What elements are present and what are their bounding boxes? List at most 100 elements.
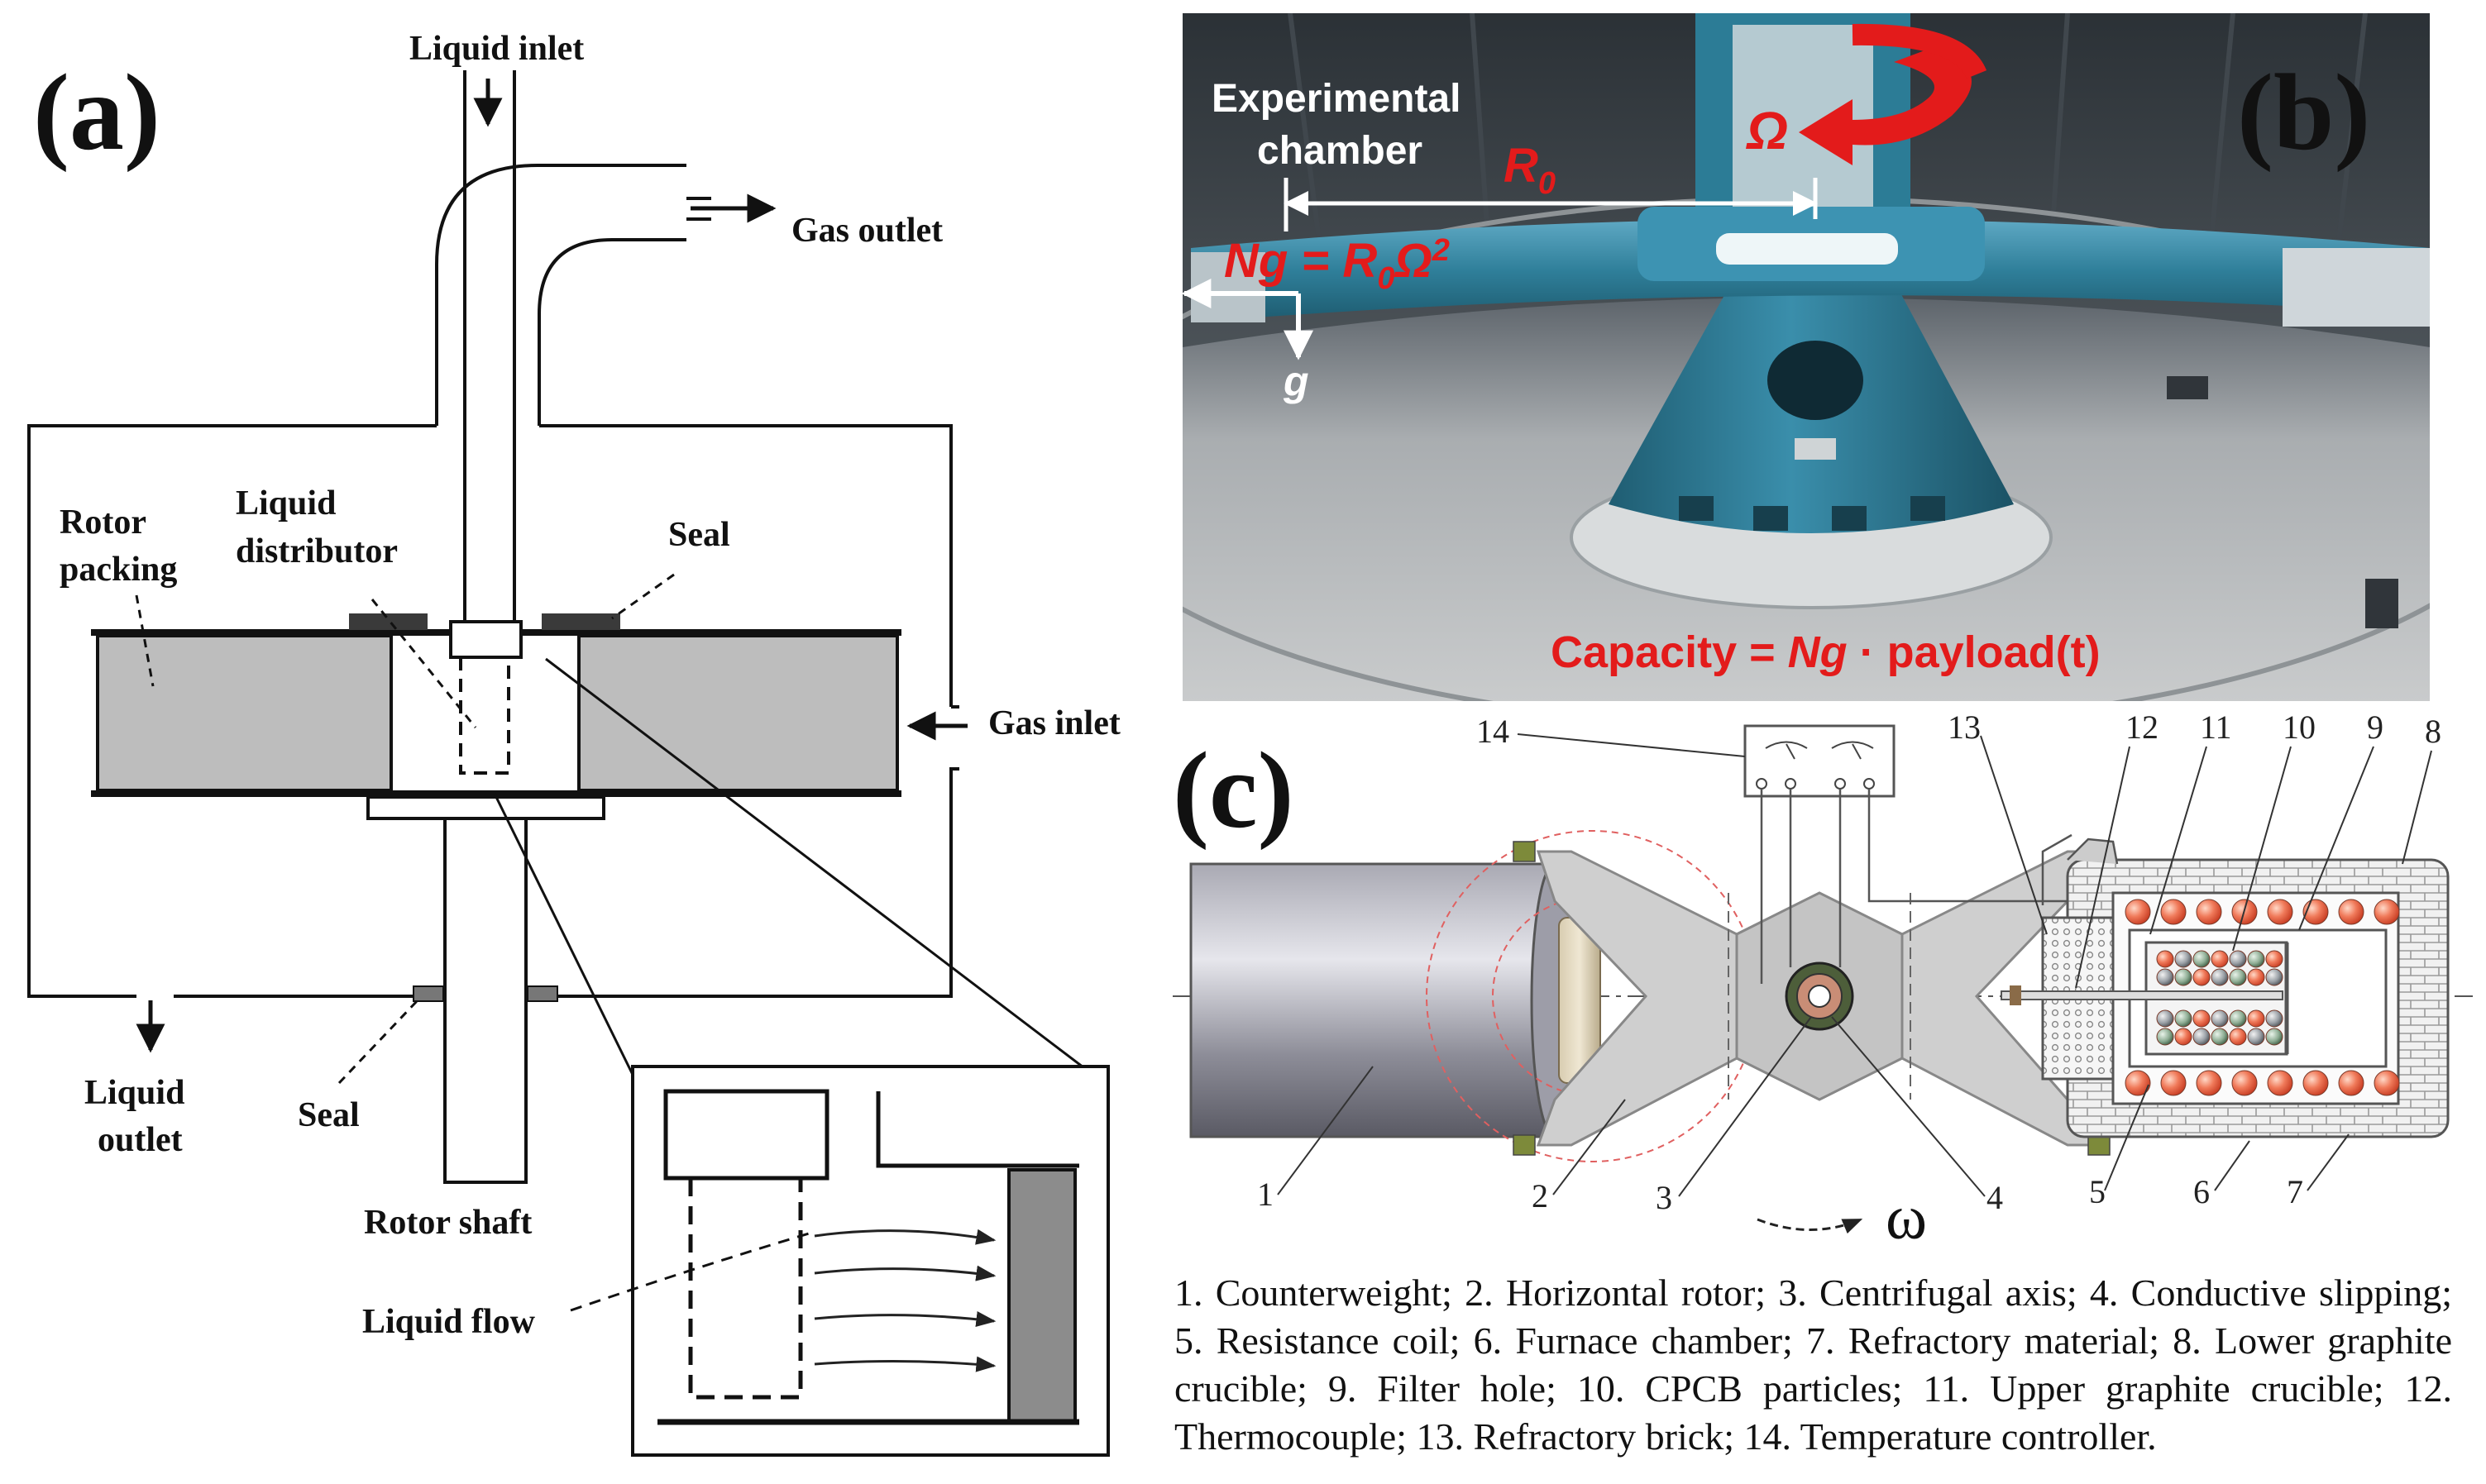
gas-outlet-elbow: [435, 164, 686, 426]
cpcb-particle: [2174, 1028, 2192, 1046]
resistance-coil-ball: [2231, 1070, 2258, 1096]
cpcb-particle: [2174, 950, 2192, 968]
thermocouple: [2001, 990, 2283, 1000]
centrifugal-axis-core: [1808, 985, 1831, 1008]
rotation-arrow-top: [1852, 23, 1987, 79]
resistance-coil-ball: [2125, 899, 2151, 925]
chamber-box-right: [2283, 248, 2430, 327]
part-number-14: 14: [1476, 713, 1509, 750]
cone-window-4: [1910, 496, 1945, 521]
flow-arrow-2: [814, 1265, 997, 1281]
part-leader-5: [2104, 1084, 2149, 1191]
cone-window-2: [1753, 506, 1788, 531]
cpcb-particle: [2247, 950, 2265, 968]
cpcb-particle: [2174, 968, 2192, 986]
resistance-coil-ball: [2374, 899, 2400, 925]
part-leader-8: [2402, 750, 2432, 865]
liquid-distributor-cap: [449, 620, 523, 659]
part-number-3: 3: [1656, 1179, 1672, 1216]
label-rotor-packing-1: Rotor: [60, 503, 146, 542]
floor-vent-1: [2167, 376, 2208, 399]
seal-pad-left: [349, 613, 428, 630]
label-ng-equation: Ng = R0Ω2: [1224, 233, 1450, 296]
zoom-line-2: [493, 793, 638, 1084]
bracket-bl: [1513, 1134, 1536, 1156]
terminal-4: [1863, 778, 1875, 790]
label-rotor-packing-2: packing: [60, 551, 177, 589]
controller-gauge-2: [1831, 741, 1874, 760]
machine-arm-highlight: [1716, 233, 1898, 265]
part-leader-13: [1980, 735, 2048, 935]
cone-window-3: [1832, 506, 1867, 531]
part-leader-11: [2149, 746, 2207, 935]
cpcb-particle: [2229, 968, 2247, 986]
photo-wall-panels: [1288, 13, 2368, 298]
cone-window-1: [1679, 496, 1714, 521]
shaft-seal-left: [413, 985, 444, 1002]
resistance-coil-ball: [2338, 1070, 2364, 1096]
terminal-3: [1834, 778, 1846, 790]
part-leader-3: [1678, 1016, 1812, 1197]
rotor-packing-right: [577, 634, 899, 792]
cpcb-particle: [2247, 1028, 2265, 1046]
cpcb-particle: [2211, 950, 2229, 968]
part-number-9: 9: [2367, 709, 2383, 746]
part-number-7: 7: [2287, 1173, 2303, 1210]
thermocouple-lead: [2067, 837, 2119, 865]
resistance-coil-ball: [2160, 899, 2187, 925]
label-liquid-outlet-1: Liquid: [84, 1074, 184, 1112]
label-omega-small: ω: [1886, 1183, 1927, 1253]
liquid-distributor-dashed: [459, 657, 510, 775]
label-liquid-distributor-1: Liquid: [236, 484, 336, 523]
leader-seal-top: [611, 573, 675, 620]
resistance-coil-ball: [2160, 1070, 2187, 1096]
label-gas-outlet: Gas outlet: [791, 212, 943, 250]
resistance-coil-ball: [2338, 899, 2364, 925]
part-number-10: 10: [2283, 709, 2316, 746]
resistance-coil-ball: [2125, 1070, 2151, 1096]
cpcb-particle: [2265, 950, 2283, 968]
gas-outlet-flange: [686, 197, 711, 221]
inset-dashed-tube: [688, 1178, 803, 1400]
cpcb-particle: [2156, 1009, 2174, 1028]
housing-outline: [27, 424, 959, 998]
cpcb-particle: [2229, 950, 2247, 968]
floor-vent-2: [2365, 579, 2398, 628]
part-number-11: 11: [2200, 709, 2232, 746]
label-g: g: [1283, 358, 1309, 404]
resistance-coil-ball: [2267, 1070, 2293, 1096]
shaft-seal-right: [527, 985, 558, 1002]
part-number-6: 6: [2193, 1173, 2210, 1210]
thermocouple-head: [2010, 985, 2021, 1005]
panel-a: (a): [27, 30, 1121, 1457]
bracket-tl: [1513, 841, 1536, 862]
inset-cap: [663, 1089, 829, 1181]
label-experimental-chamber-1: Experimental: [1212, 77, 1461, 121]
gas-inlet-port: [951, 705, 959, 771]
leader-rotor-packing: [135, 594, 155, 687]
cpcb-particle: [2265, 1028, 2283, 1046]
resistance-coil-ball: [2196, 899, 2222, 925]
cpcb-particle: [2229, 1028, 2247, 1046]
part-number-8: 8: [2425, 713, 2441, 750]
leader-liquid-flow: [570, 1230, 815, 1312]
part-number-13: 13: [1948, 709, 1981, 746]
part-leader-9: [2298, 746, 2374, 931]
part-leader-6: [2214, 1140, 2250, 1191]
cpcb-particle: [2192, 1028, 2211, 1046]
cpcb-particle: [2156, 950, 2174, 968]
part-leader-2: [1552, 1099, 1626, 1195]
seal-pad-right: [542, 613, 620, 630]
leader-seal-bottom: [337, 999, 419, 1085]
liquid-inlet-pipe: [463, 70, 516, 624]
cone-label-plate: [1795, 438, 1836, 460]
furnace-wire: [2041, 833, 2072, 905]
panel-a-letter: (a): [33, 51, 160, 173]
label-liquid-outlet-2: outlet: [98, 1121, 183, 1159]
inset-plate-top: [876, 1091, 1079, 1168]
inset-packing: [1007, 1168, 1077, 1424]
label-capacity: Capacity = Ng · payload(t): [1551, 627, 2101, 677]
label-omega: Ω: [1746, 101, 1788, 160]
